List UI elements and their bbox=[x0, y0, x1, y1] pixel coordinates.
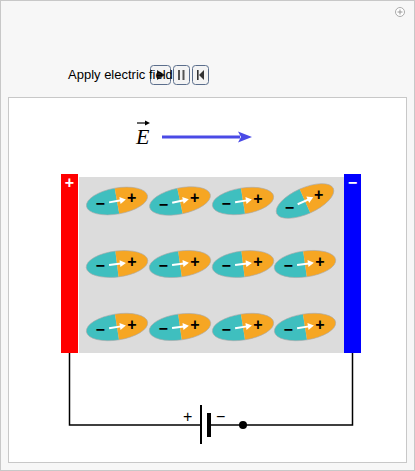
dielectric-region bbox=[79, 177, 344, 353]
control-label: Apply electric field bbox=[68, 68, 173, 81]
plate-sign: + bbox=[61, 175, 78, 191]
dipole-shape bbox=[272, 311, 338, 343]
negative-charge: − bbox=[158, 258, 167, 274]
dipole-shape bbox=[84, 248, 150, 280]
vector-arrow-over-e bbox=[137, 121, 150, 126]
plate-sign: − bbox=[344, 175, 361, 191]
battery-negative: − bbox=[216, 409, 225, 425]
wire-junction-dot bbox=[239, 421, 247, 429]
dipole-shape bbox=[210, 311, 276, 343]
dipole-molecule: −+ bbox=[147, 248, 213, 280]
dipole-molecule: −+ bbox=[147, 185, 213, 217]
battery-symbol bbox=[201, 405, 209, 444]
field-symbol: E bbox=[136, 126, 149, 148]
negative-charge: − bbox=[96, 196, 105, 212]
dipole-shape bbox=[210, 248, 276, 280]
dipole-molecule: −+ bbox=[272, 248, 338, 280]
positive-charge: + bbox=[190, 190, 199, 206]
dipole-shape bbox=[84, 185, 150, 217]
positive-charge: + bbox=[253, 254, 262, 270]
plot-area bbox=[9, 98, 407, 463]
positive-charge: + bbox=[127, 190, 136, 206]
dipole-molecule: −+ bbox=[147, 311, 213, 343]
negative-charge: − bbox=[95, 258, 104, 274]
dipole-molecule: −+ bbox=[210, 248, 276, 280]
positive-charge: + bbox=[253, 317, 262, 333]
negative-charge: − bbox=[159, 197, 168, 213]
positive-charge: + bbox=[314, 187, 323, 203]
negative-charge: − bbox=[283, 258, 292, 274]
positive-charge: + bbox=[315, 254, 324, 270]
dipole-shape bbox=[272, 185, 338, 217]
dipole-molecule: −+ bbox=[272, 311, 338, 343]
positive-charge: + bbox=[315, 317, 324, 333]
dipole-molecule: −+ bbox=[272, 185, 338, 217]
positive-charge: + bbox=[253, 191, 262, 207]
dipole-shape bbox=[147, 185, 213, 217]
positive-charge: + bbox=[190, 254, 199, 270]
dipole-shape bbox=[84, 311, 150, 343]
capacitor-plate: + bbox=[61, 174, 78, 353]
dipole-molecule: −+ bbox=[210, 311, 276, 343]
dipole-shape bbox=[272, 248, 338, 280]
field-arrow bbox=[162, 132, 252, 143]
negative-charge: − bbox=[96, 322, 105, 338]
dipole-molecule: −+ bbox=[84, 248, 150, 280]
negative-charge: − bbox=[222, 196, 231, 212]
battery-positive: + bbox=[183, 409, 192, 425]
positive-charge: + bbox=[127, 317, 136, 333]
dipole-shape bbox=[147, 248, 213, 280]
dipole-molecule: −+ bbox=[210, 185, 276, 217]
dipole-molecule: −+ bbox=[84, 311, 150, 343]
positive-charge: + bbox=[190, 317, 199, 333]
negative-charge: − bbox=[284, 322, 293, 338]
dipole-shape bbox=[147, 311, 213, 343]
negative-charge: − bbox=[222, 322, 231, 338]
dipole-shape bbox=[210, 185, 276, 217]
dipole-molecule: −+ bbox=[84, 185, 150, 217]
expand-icon bbox=[396, 8, 405, 17]
negative-charge: − bbox=[221, 258, 230, 274]
negative-charge: − bbox=[158, 321, 167, 337]
capacitor-plate: − bbox=[344, 174, 361, 353]
positive-charge: + bbox=[127, 254, 136, 270]
negative-charge: − bbox=[285, 200, 294, 216]
